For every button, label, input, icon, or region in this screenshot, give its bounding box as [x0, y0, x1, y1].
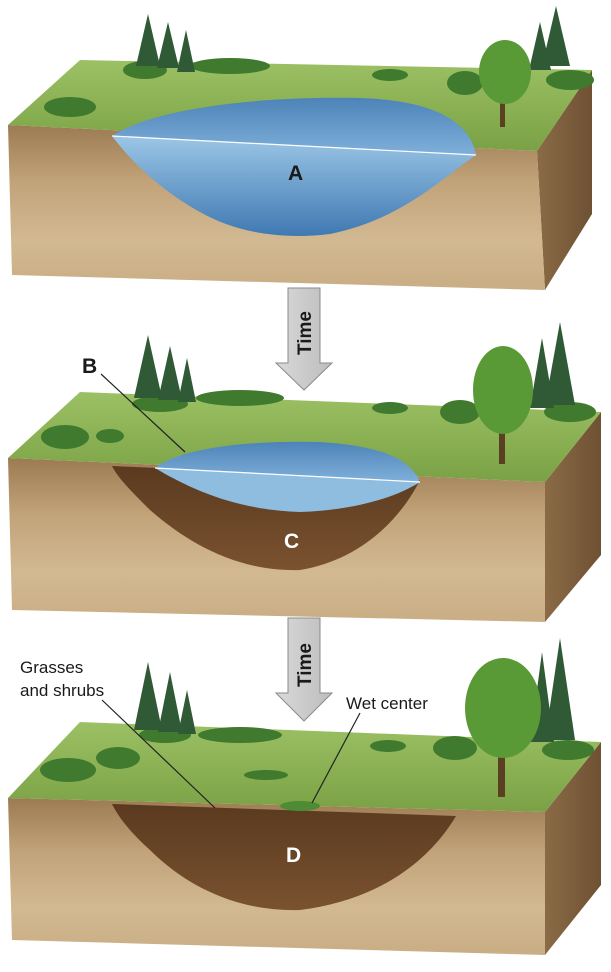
label-and-shrubs: and shrubs	[20, 681, 104, 700]
label-wet-center: Wet center	[346, 694, 428, 713]
pointer-line-grasses	[101, 699, 216, 809]
time-label-1: Time	[295, 311, 316, 355]
label-c: C	[284, 530, 299, 553]
conifer-trees	[136, 6, 570, 72]
deciduous-tree	[465, 658, 541, 797]
pond-surface	[155, 441, 420, 482]
sediment-layer	[112, 804, 456, 911]
conifer-trees	[134, 638, 575, 742]
label-grasses: Grasses	[20, 658, 83, 677]
time-arrow-2: Time	[274, 617, 334, 722]
soil-side-face	[545, 742, 601, 955]
label-d: D	[286, 844, 301, 867]
panel-3-meadow: Grasses and shrubs Wet center D	[8, 638, 601, 955]
time-arrow-1: Time	[274, 287, 334, 391]
shrubs	[44, 58, 594, 117]
soil-side-face	[537, 70, 592, 290]
shrubs	[41, 390, 596, 449]
panel-2-filling-pond: B C	[8, 322, 601, 622]
deciduous-tree	[473, 346, 533, 464]
arrow-shape	[274, 287, 334, 391]
pointer-line-b	[100, 373, 186, 453]
label-b: B	[82, 355, 97, 378]
wet-center-grass	[280, 801, 320, 811]
shrubs	[40, 727, 594, 782]
label-a: A	[288, 162, 303, 185]
pond-basin	[112, 136, 476, 236]
conifer-trees	[134, 322, 575, 408]
deciduous-tree	[479, 40, 531, 127]
time-label-2: Time	[295, 643, 316, 687]
panel-1-open-pond: A	[8, 6, 594, 290]
pointer-line-wet-center	[311, 712, 361, 804]
arrow-shape	[274, 617, 334, 722]
